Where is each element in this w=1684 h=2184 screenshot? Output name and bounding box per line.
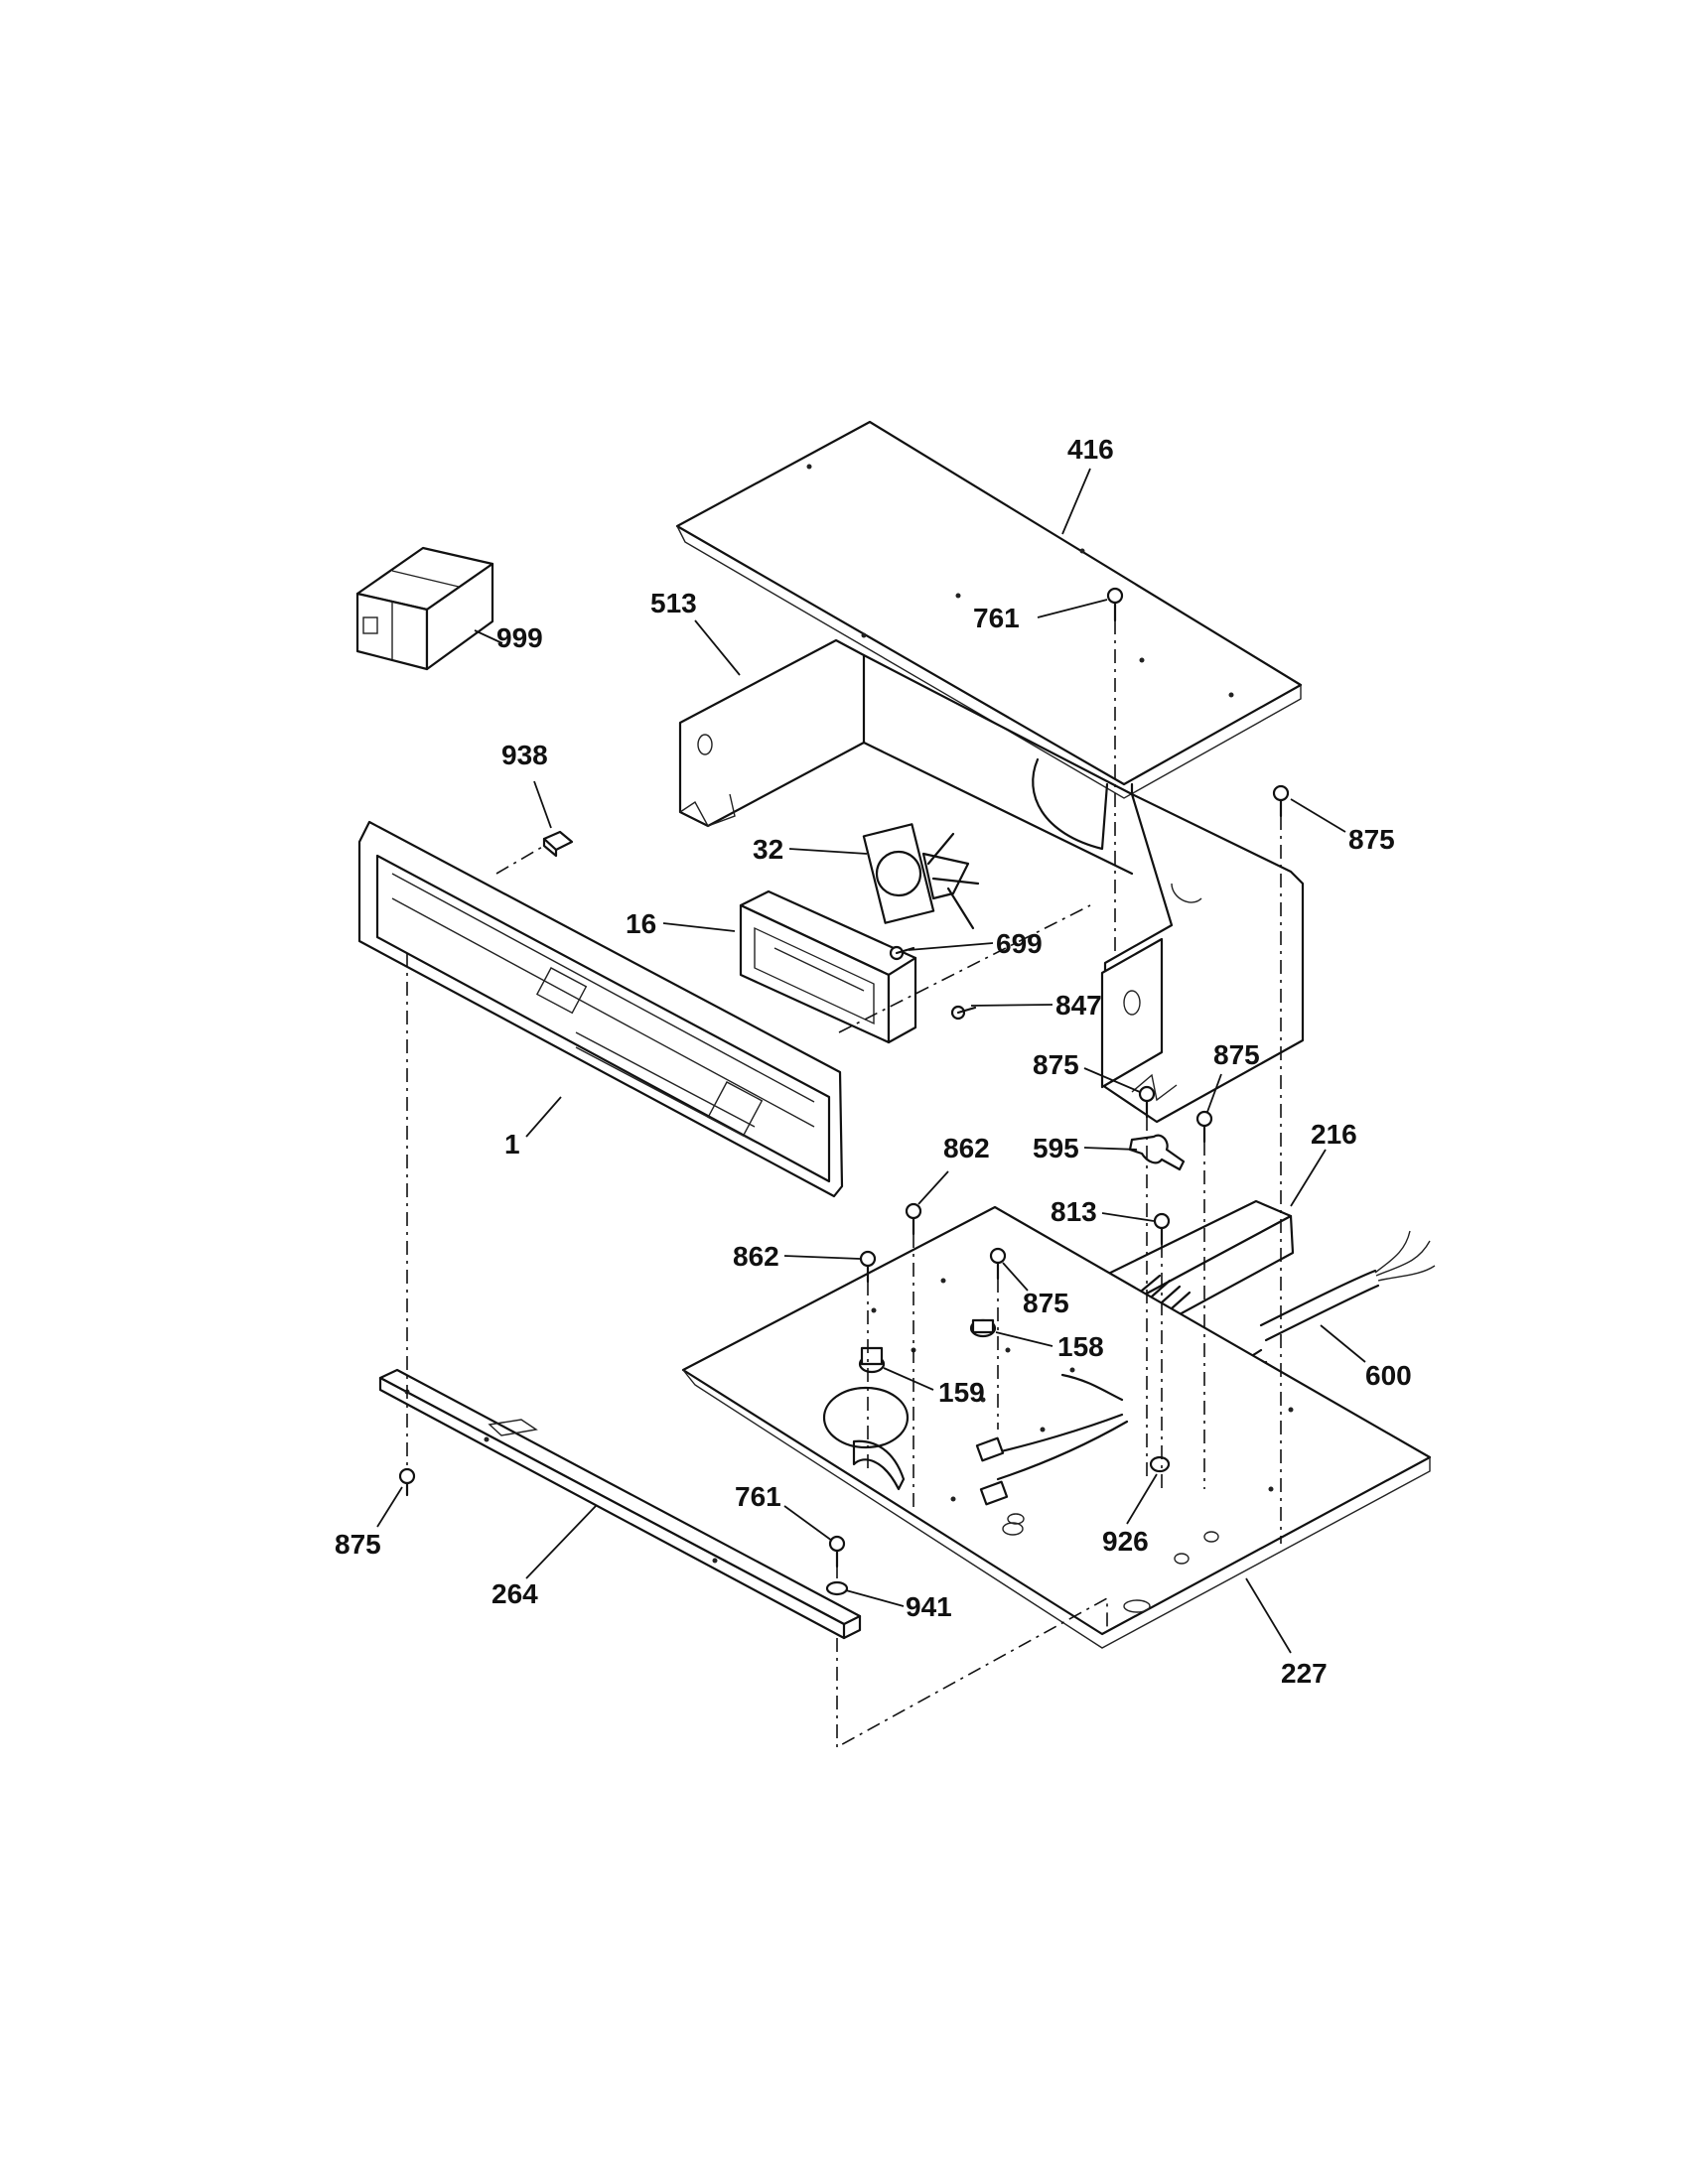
screw-813[interactable] — [1153, 1212, 1171, 1246]
callout-875-595: 875 — [1213, 1039, 1260, 1070]
part-159-thermostat[interactable] — [858, 1346, 886, 1374]
callout-847: 847 — [1055, 990, 1102, 1021]
callout-926: 926 — [1102, 1526, 1149, 1557]
screw-847[interactable] — [950, 1005, 977, 1021]
callout-999: 999 — [496, 622, 543, 653]
callout-416: 416 — [1067, 434, 1114, 465]
screw-761-bottom[interactable] — [828, 1535, 846, 1569]
part-999-literature-box[interactable] — [355, 546, 494, 671]
callout-875-center: 875 — [1033, 1049, 1079, 1080]
callout-32: 32 — [753, 834, 783, 865]
screw-875-center[interactable] — [1138, 1085, 1156, 1119]
screw-862-a[interactable] — [905, 1202, 922, 1236]
callout-264: 264 — [491, 1578, 538, 1609]
screw-875-plate[interactable] — [989, 1247, 1007, 1281]
part-416-top-panel[interactable] — [675, 420, 1303, 799]
callout-216: 216 — [1311, 1119, 1357, 1150]
callout-159: 159 — [938, 1377, 985, 1408]
callout-761-top: 761 — [973, 603, 1020, 633]
part-938-clip[interactable] — [542, 830, 574, 858]
callout-227: 227 — [1281, 1658, 1328, 1689]
callout-761-bottom: 761 — [735, 1481, 781, 1512]
part-1-control-panel[interactable] — [357, 820, 844, 1198]
callout-595: 595 — [1033, 1133, 1079, 1163]
part-264-front-rail[interactable] — [378, 1368, 862, 1640]
part-32-fan-motor[interactable] — [862, 823, 980, 930]
screw-862-b[interactable] — [859, 1250, 877, 1284]
washer-941[interactable] — [825, 1580, 849, 1596]
callout-813: 813 — [1051, 1196, 1097, 1227]
callout-600: 600 — [1365, 1360, 1412, 1391]
callout-862-a: 862 — [943, 1133, 990, 1163]
screw-699[interactable] — [889, 945, 915, 961]
callout-158: 158 — [1057, 1331, 1104, 1362]
callout-875-left: 875 — [335, 1529, 381, 1560]
callout-875-plate: 875 — [1023, 1288, 1069, 1318]
callout-labels: 416 761 513 999 938 875 32 16 699 847 1 … — [335, 434, 1412, 1689]
callout-862-b: 862 — [733, 1241, 779, 1272]
screw-875-right[interactable] — [1272, 784, 1290, 818]
part-513-wrapper[interactable] — [678, 638, 1305, 1124]
callout-938: 938 — [501, 740, 548, 770]
screw-761-top[interactable] — [1106, 587, 1124, 622]
callout-1: 1 — [504, 1129, 520, 1160]
leader-lines — [376, 468, 1366, 1654]
callout-941: 941 — [906, 1591, 952, 1622]
part-158-thermostat[interactable] — [969, 1318, 997, 1338]
screw-875-left[interactable] — [398, 1467, 416, 1497]
callout-875-right: 875 — [1348, 824, 1395, 855]
part-595-clamp[interactable] — [1128, 1134, 1186, 1171]
part-227-base-plate[interactable] — [681, 1205, 1432, 1649]
callout-699: 699 — [996, 928, 1043, 959]
assembly-lines — [406, 620, 1282, 1749]
callout-513: 513 — [650, 588, 697, 618]
screw-875-595[interactable] — [1195, 1110, 1213, 1144]
callout-16: 16 — [626, 908, 656, 939]
washer-926[interactable] — [1149, 1455, 1171, 1473]
